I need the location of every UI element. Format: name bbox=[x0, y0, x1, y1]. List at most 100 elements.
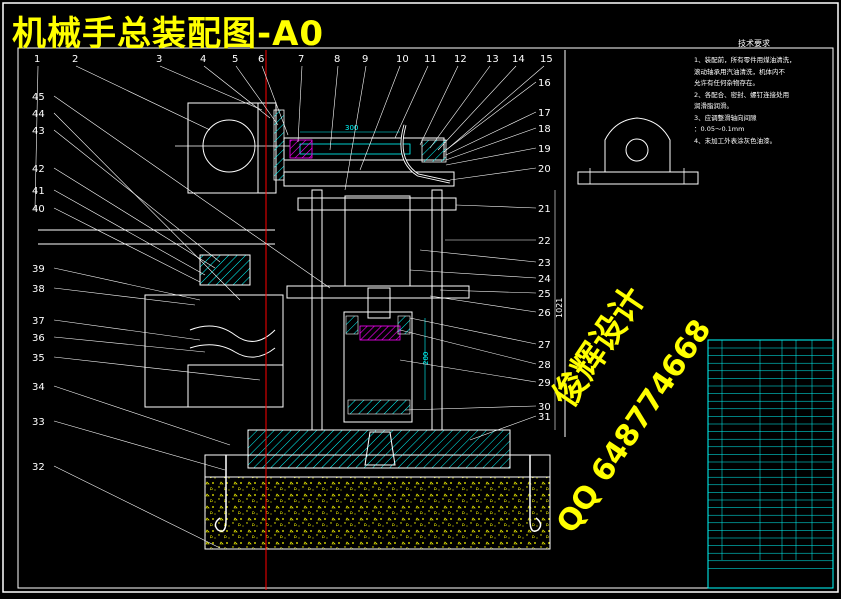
guide-column-left bbox=[311, 189, 323, 431]
bearing-block-view bbox=[577, 117, 699, 185]
callout-label: 12 bbox=[454, 54, 467, 65]
motor-housing bbox=[187, 102, 259, 194]
callout-label: 17 bbox=[538, 108, 551, 119]
callout-label: 14 bbox=[512, 54, 525, 65]
callout-label: 30 bbox=[538, 402, 551, 413]
cone-seat bbox=[364, 431, 396, 466]
callout-label: 31 bbox=[538, 412, 551, 423]
leader-line bbox=[439, 289, 537, 294]
leader-line bbox=[455, 204, 537, 209]
callout-label: 13 bbox=[486, 54, 499, 65]
leader-line bbox=[159, 65, 263, 111]
callout-label: 26 bbox=[538, 308, 551, 319]
callout-label: 38 bbox=[32, 284, 45, 295]
dim-stroke: 200 bbox=[422, 352, 430, 365]
piston-head bbox=[289, 139, 313, 159]
drawing-title: 机械手总装配图-A0 bbox=[12, 14, 325, 54]
leader-line bbox=[53, 189, 206, 276]
note-line: 2、各配合、密封、螺钉连接处用 bbox=[694, 90, 790, 99]
callout-label: 10 bbox=[396, 54, 409, 65]
callout-label: 18 bbox=[538, 124, 551, 135]
lift-shaft bbox=[367, 287, 391, 319]
left-clamp bbox=[199, 254, 251, 286]
base-plate bbox=[247, 429, 511, 469]
note-line: 1、装配前，所有零件用煤油清洗， bbox=[694, 56, 796, 64]
callout-label: 9 bbox=[362, 54, 368, 65]
left-base-block bbox=[187, 364, 284, 408]
callout-label: 8 bbox=[334, 54, 340, 65]
callout-label: 11 bbox=[424, 54, 437, 65]
note-line: 允许有任何杂物存在。 bbox=[694, 79, 759, 87]
leader-line bbox=[53, 319, 201, 341]
callout-label: 35 bbox=[32, 353, 45, 364]
leader-line bbox=[437, 65, 517, 151]
leader-line bbox=[53, 356, 261, 381]
leader-line bbox=[344, 65, 367, 191]
lift-housing bbox=[343, 311, 413, 423]
leader-line bbox=[445, 81, 537, 151]
callout-label: 28 bbox=[538, 360, 551, 371]
callout-label: 43 bbox=[32, 126, 45, 137]
concrete-foundation bbox=[204, 476, 551, 550]
anchor-bolt-right bbox=[529, 455, 542, 532]
note-line: ：0.05～0.1mm bbox=[694, 125, 745, 133]
leader-line bbox=[429, 65, 491, 149]
leader-line bbox=[329, 65, 339, 151]
leader-line bbox=[399, 329, 537, 365]
callout-label: 1 bbox=[34, 54, 40, 65]
callout-label: 23 bbox=[538, 258, 551, 269]
bearing-right bbox=[421, 139, 447, 163]
leader-line bbox=[394, 65, 429, 139]
callout-label: 24 bbox=[538, 274, 551, 285]
leader-line bbox=[429, 295, 537, 313]
callout-label: 20 bbox=[538, 164, 551, 175]
callout-label: 34 bbox=[32, 382, 45, 393]
leader-line bbox=[445, 147, 537, 166]
lift-gear bbox=[359, 325, 401, 341]
anchor-bolt-left bbox=[214, 455, 227, 532]
air-hose-inner bbox=[401, 124, 451, 183]
leader-line bbox=[53, 420, 226, 471]
leader-line bbox=[297, 65, 303, 143]
lift-cap-left bbox=[345, 315, 359, 335]
leader-line bbox=[53, 287, 196, 306]
callout-label: 33 bbox=[32, 417, 45, 428]
left-break-line-2 bbox=[189, 344, 276, 358]
callout-label: 19 bbox=[538, 144, 551, 155]
leader-line bbox=[53, 95, 331, 289]
dim-top-width: 300 bbox=[345, 124, 358, 132]
notes-heading: 技术要求 bbox=[738, 39, 770, 48]
leader-line bbox=[404, 405, 537, 411]
callout-label: 5 bbox=[232, 54, 238, 65]
leader-line bbox=[53, 267, 201, 301]
mid-plate bbox=[286, 285, 470, 299]
left-break-line bbox=[189, 325, 276, 342]
leader-line bbox=[53, 207, 201, 283]
leader-line bbox=[53, 465, 221, 549]
leader-line bbox=[53, 167, 216, 269]
leader-line bbox=[469, 415, 537, 441]
callout-label: 16 bbox=[538, 78, 551, 89]
callout-label: 2 bbox=[72, 54, 78, 65]
leader-line bbox=[419, 65, 459, 146]
leader-line bbox=[53, 336, 206, 353]
callout-label: 42 bbox=[32, 164, 45, 175]
callout-label: 4 bbox=[200, 54, 206, 65]
leader-line bbox=[75, 65, 211, 131]
leader-line bbox=[399, 359, 537, 383]
callout-label: 27 bbox=[538, 340, 551, 351]
callout-label: 32 bbox=[32, 462, 45, 473]
note-line: 4、未加工外表涂灰色油漆。 bbox=[694, 136, 777, 145]
leader-line bbox=[409, 317, 537, 345]
lift-cap-right bbox=[397, 315, 411, 335]
leader-line bbox=[53, 129, 221, 263]
leader-line bbox=[203, 65, 271, 119]
callout-label: 22 bbox=[538, 236, 551, 247]
inner-frame bbox=[17, 47, 834, 589]
callout-label: 7 bbox=[298, 54, 304, 65]
leader-line bbox=[443, 65, 545, 153]
callout-label: 25 bbox=[538, 289, 551, 300]
callout-label: 21 bbox=[538, 204, 551, 215]
